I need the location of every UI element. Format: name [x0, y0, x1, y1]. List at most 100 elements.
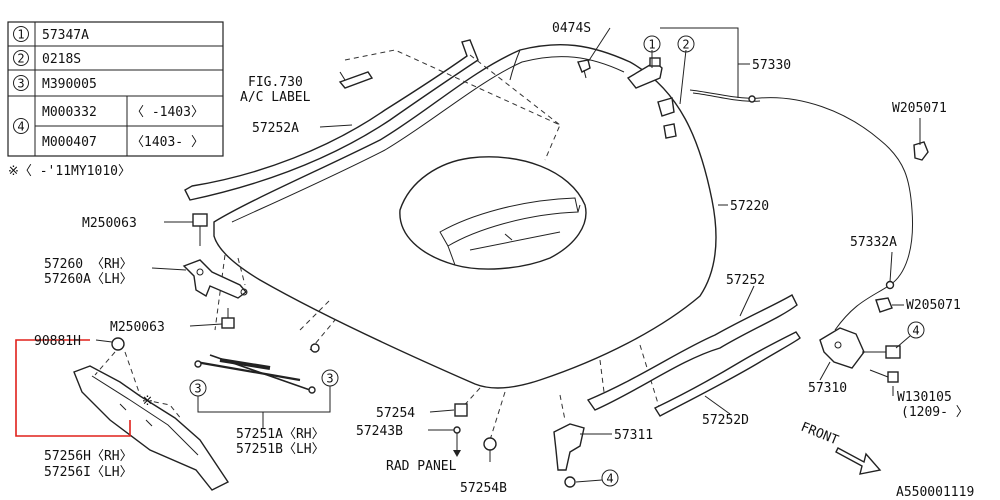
clip-57243b [453, 426, 461, 457]
label-57252a: 57252A [252, 121, 299, 136]
leader-m250063-lower [189, 323, 223, 327]
leader-57260 [151, 267, 187, 271]
dash-latch-lock [559, 394, 566, 421]
label-w205071-upper: W205071 [892, 101, 947, 116]
svg-text:2: 2 [17, 52, 24, 66]
callout-4-latch-icon: 4 [907, 321, 925, 339]
hood-latch-57310 [819, 327, 865, 369]
legend-part-1: 57347A [42, 28, 89, 43]
label-57251b: 57251B〈LH〉 [236, 442, 325, 457]
label-57243b: 57243B [356, 424, 403, 439]
leader-57254 [429, 409, 455, 413]
leader-57252 [739, 285, 755, 317]
legend-callout-1-icon: 1 [13, 26, 29, 42]
legend-part-2: 0218S [42, 52, 81, 67]
bolt-w130105-icon [869, 369, 899, 383]
legend-part-4b: M000407 [42, 135, 97, 150]
weatherstrip-57252a [184, 39, 479, 201]
label-57256i: 57256I〈LH〉 [44, 465, 133, 480]
label-57220: 57220 [730, 199, 769, 214]
label-57254: 57254 [376, 406, 415, 421]
label-w130105: W130105 [897, 390, 952, 405]
callout-3-right-icon: 3 [321, 369, 339, 387]
label-w205071-lower: W205071 [906, 298, 961, 313]
leader-callout-2 [679, 49, 687, 105]
callout-1-icon: 1 [643, 35, 661, 53]
svg-text:3: 3 [194, 382, 201, 396]
label-57254b: 57254B [460, 481, 507, 496]
leader-fig730 [339, 71, 346, 81]
legend-callout-2-icon: 2 [13, 50, 29, 66]
label-diagram-code: A550001119 [896, 485, 974, 500]
svg-text:3: 3 [326, 372, 333, 386]
bracket-57251 [197, 386, 331, 428]
svg-text:1: 1 [17, 28, 24, 42]
label-90881h: 90881H [34, 334, 81, 349]
front-arrow-icon [835, 447, 882, 475]
label-57252: 57252 [726, 273, 765, 288]
screw-0474s-icon [577, 59, 591, 79]
svg-text:1: 1 [648, 38, 655, 52]
label-57260a: 57260A〈LH〉 [44, 272, 133, 287]
label-w130105-range: (1209- 〉 [901, 405, 969, 420]
leader-callout-4-latch [895, 335, 911, 349]
gas-strut-left [194, 358, 301, 382]
svg-text:2: 2 [682, 38, 689, 52]
release-lever [626, 57, 663, 89]
label-57256h: 57256H〈RH〉 [44, 449, 133, 464]
dash-front-strip [599, 344, 661, 411]
label-ac-label: A/C LABEL [240, 90, 311, 105]
label-57310: 57310 [808, 381, 847, 396]
hood-striker-57311 [553, 423, 585, 488]
leader-0474s [587, 27, 611, 63]
front-seal-57252d [653, 331, 801, 417]
ac-label-plate [338, 71, 374, 89]
leader-57252a [319, 124, 353, 128]
legend-table: 1 2 3 4 57347A 0218S M390005 M000332 M00… [7, 21, 224, 157]
svg-text:4: 4 [17, 120, 24, 134]
legend-part-3: M390005 [42, 77, 97, 92]
label-asterisk: ※ [142, 394, 153, 409]
gas-strut-right [209, 343, 320, 394]
label-0474s: 0474S [552, 21, 591, 36]
bolt-m250063-lower-icon [221, 308, 235, 329]
label-57330: 57330 [752, 58, 791, 73]
bolt-m250063-upper-icon [192, 213, 208, 246]
label-57332a: 57332A [850, 235, 897, 250]
dash-clip-placement [94, 351, 183, 421]
leader-57252d [704, 395, 731, 415]
dash-hinge-left [214, 254, 226, 331]
legend-callout-3-icon: 3 [13, 75, 29, 91]
label-m250063-lower: M250063 [110, 320, 165, 335]
dash-latch-placement [459, 387, 506, 441]
cushion-57254b [483, 437, 497, 462]
leader-90881h [95, 339, 113, 343]
leader-57332a [889, 251, 893, 283]
leader-57310 [819, 361, 831, 381]
svg-text:3: 3 [17, 77, 24, 91]
label-57251a: 57251A〈RH〉 [236, 427, 325, 442]
red-callout-bracket [15, 339, 131, 437]
label-57252d: 57252D [702, 413, 749, 428]
lever-clip [657, 97, 677, 139]
label-57260: 57260 〈RH〉 [44, 257, 133, 272]
label-front: FRONT [799, 420, 841, 449]
label-m250063-upper: M250063 [82, 216, 137, 231]
legend-range-4a: 〈 -1403〉 [131, 105, 204, 120]
svg-text:4: 4 [912, 324, 919, 338]
label-rad-panel: RAD PANEL [386, 459, 457, 474]
legend-callout-4-icon: 4 [13, 118, 29, 134]
cable-clip-w205071-lower [875, 297, 893, 313]
callout-3-left-icon: 3 [189, 379, 207, 397]
legend-note: ※〈 -'11MY1010〉 [8, 164, 131, 179]
label-fig730: FIG.730 [248, 75, 303, 90]
bolt-latch-icon [862, 345, 901, 359]
legend-part-4a: M000332 [42, 105, 97, 120]
bracket-57330 [660, 27, 750, 98]
hood-stopper-57254 [454, 403, 468, 417]
callout-2-icon: 2 [677, 35, 695, 53]
leader-callout-4-striker [575, 479, 603, 483]
hood-panel [213, 43, 717, 389]
svg-text:4: 4 [606, 472, 613, 486]
